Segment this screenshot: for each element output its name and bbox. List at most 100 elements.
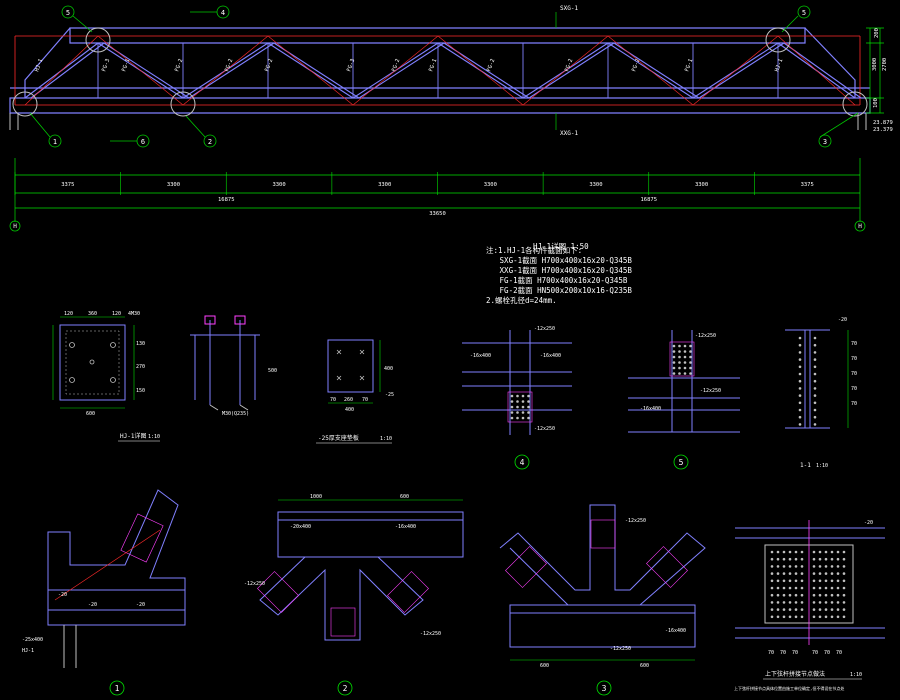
bolt bbox=[818, 550, 822, 554]
panel-dim: 3300 bbox=[272, 182, 285, 188]
member-label: FG-2 bbox=[564, 58, 574, 73]
bolt bbox=[813, 387, 817, 390]
bolt bbox=[782, 608, 786, 611]
svg-text:4: 4 bbox=[221, 9, 225, 17]
node-callouts bbox=[29, 5, 859, 148]
bolt bbox=[683, 366, 687, 370]
bolt bbox=[812, 586, 816, 590]
bolt bbox=[794, 572, 798, 575]
bolt bbox=[672, 372, 676, 375]
svg-text:-25x400: -25x400 bbox=[22, 637, 43, 643]
bolt bbox=[798, 408, 802, 412]
detail-5: -12x250 -16x400 -12x250 5 bbox=[628, 330, 740, 470]
bolt bbox=[510, 416, 514, 420]
bolt bbox=[813, 415, 817, 419]
web-diagonal-flange bbox=[783, 42, 862, 99]
bolt bbox=[521, 411, 525, 414]
svg-text:23.379: 23.379 bbox=[873, 127, 893, 133]
svg-text:-12x250: -12x250 bbox=[420, 631, 441, 637]
svg-text:600: 600 bbox=[640, 663, 649, 669]
bolt bbox=[782, 572, 786, 575]
bolt bbox=[824, 579, 828, 583]
bolt bbox=[824, 572, 828, 575]
bolt bbox=[672, 350, 676, 353]
web-centerline bbox=[777, 35, 856, 106]
svg-text:3: 3 bbox=[823, 138, 827, 146]
svg-text:70: 70 bbox=[851, 356, 857, 362]
bolt bbox=[788, 608, 792, 611]
svg-text:HJ-1详图: HJ-1详图 bbox=[120, 432, 146, 440]
bolt bbox=[672, 355, 676, 359]
svg-text:1: 1 bbox=[53, 138, 57, 146]
notes-scale: 1:50 bbox=[570, 242, 589, 251]
svg-text:1: 1 bbox=[115, 684, 120, 693]
svg-text:-12x250: -12x250 bbox=[610, 646, 631, 652]
supports bbox=[9, 113, 867, 130]
bolt bbox=[818, 586, 822, 590]
svg-text:-12x250: -12x250 bbox=[534, 426, 555, 432]
svg-text:70: 70 bbox=[792, 650, 798, 656]
detail-2: -20x400 -16x400 -12x250 -12x250 1000 600… bbox=[244, 494, 464, 696]
svg-text:-12x250: -12x250 bbox=[534, 326, 555, 332]
bolt bbox=[782, 565, 786, 568]
bolt bbox=[770, 550, 774, 554]
svg-text:1:10: 1:10 bbox=[816, 463, 828, 469]
svg-text:150: 150 bbox=[136, 388, 145, 394]
svg-text:-16x400: -16x400 bbox=[640, 406, 661, 412]
svg-text:3000: 3000 bbox=[872, 58, 878, 71]
bolt bbox=[798, 343, 802, 347]
svg-text:5: 5 bbox=[679, 458, 684, 467]
bolt bbox=[800, 565, 804, 568]
bolt bbox=[800, 557, 804, 561]
bolt bbox=[813, 351, 817, 354]
total-dim: 16875 bbox=[640, 197, 657, 203]
svg-text:-12x250: -12x250 bbox=[625, 518, 646, 524]
svg-text:上下弦杆拼接节点具体位置由施工单位确定,但不得设在节点处: 上下弦杆拼接节点具体位置由施工单位确定,但不得设在节点处 bbox=[734, 685, 844, 691]
note-line: FG-2截面 HN500x200x10x16-Q235B bbox=[486, 286, 632, 295]
bolt bbox=[672, 366, 676, 370]
bolt bbox=[794, 601, 798, 604]
svg-text:70: 70 bbox=[851, 341, 857, 347]
bolt bbox=[516, 405, 519, 409]
bolt bbox=[770, 557, 774, 561]
web-centerline bbox=[607, 35, 694, 106]
bolt bbox=[788, 615, 792, 619]
panel-dim: 3300 bbox=[167, 182, 180, 188]
svg-text:-20: -20 bbox=[864, 520, 873, 526]
bolt bbox=[836, 557, 840, 561]
svg-text:XXG-1: XXG-1 bbox=[560, 130, 578, 137]
member-label: HJ-1 bbox=[34, 58, 44, 73]
svg-text:-20: -20 bbox=[88, 602, 97, 608]
bolt bbox=[813, 401, 817, 405]
bolt bbox=[798, 351, 802, 354]
bolt bbox=[788, 593, 792, 597]
bolt bbox=[800, 586, 804, 590]
bolt bbox=[776, 579, 780, 583]
bolt bbox=[812, 572, 816, 575]
bolt bbox=[683, 372, 687, 375]
bolt bbox=[521, 400, 525, 403]
bolt bbox=[818, 572, 822, 575]
svg-text:70: 70 bbox=[851, 401, 857, 407]
node-callout-text: 5 4 5 1 6 2 3 bbox=[53, 9, 827, 146]
bolt bbox=[521, 416, 525, 420]
bolt bbox=[842, 586, 846, 590]
bolt bbox=[798, 372, 802, 376]
bolt bbox=[678, 366, 681, 370]
panel-dim: 3375 bbox=[801, 182, 814, 188]
bolt bbox=[776, 565, 780, 568]
bolt bbox=[689, 344, 692, 348]
web-diagonal-flange bbox=[30, 42, 105, 99]
member-label: FG-2 bbox=[174, 58, 184, 73]
svg-text:-20x400: -20x400 bbox=[290, 524, 311, 530]
bolt bbox=[776, 557, 780, 561]
svg-text:200: 200 bbox=[874, 28, 880, 38]
bolt bbox=[683, 350, 687, 353]
web-centerline bbox=[692, 35, 779, 106]
svg-text:360: 360 bbox=[88, 311, 97, 317]
bolt bbox=[830, 615, 834, 619]
bolt bbox=[798, 365, 802, 369]
bolt bbox=[800, 601, 804, 604]
